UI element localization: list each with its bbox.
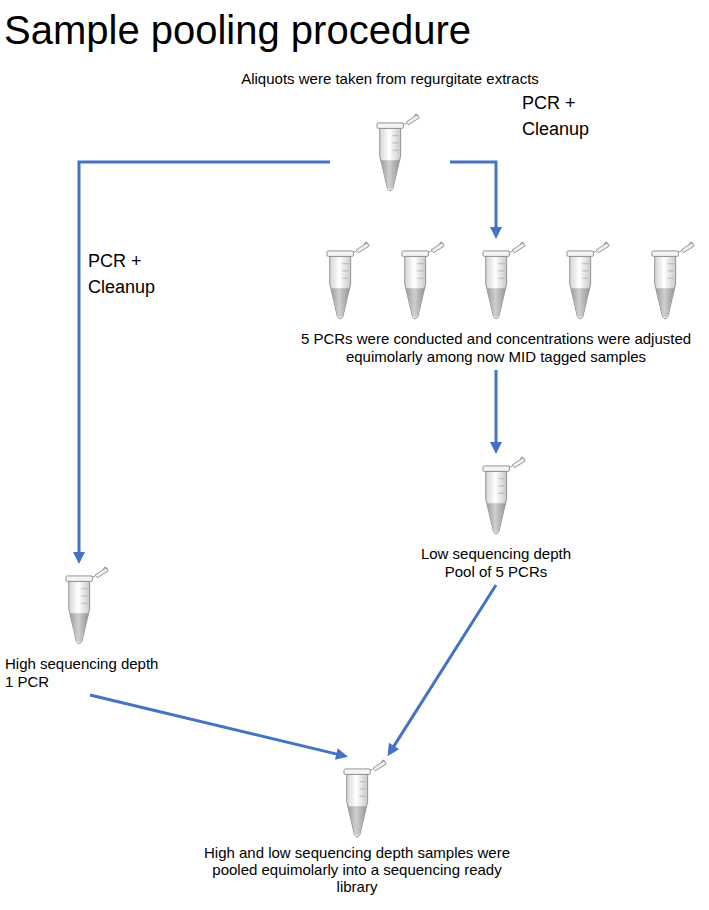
tube-icon <box>63 565 109 647</box>
tube-node: High sequencing depth1 PCR <box>5 565 185 695</box>
tube-icon <box>374 112 420 194</box>
node-text: Low sequencing depth <box>406 545 586 563</box>
tube-row <box>202 758 512 840</box>
tube-icon <box>480 240 526 322</box>
edge-label: PCR + Cleanup <box>522 90 602 142</box>
tube-icon <box>649 240 695 322</box>
node-text: Aliquots were taken from regurgitate ext… <box>241 70 539 88</box>
tube-row <box>288 240 704 322</box>
tube-row <box>330 112 450 194</box>
tube-node: 5 PCRs were conducted and concentrations… <box>288 240 704 370</box>
arrow-connector <box>450 162 496 233</box>
node-text: High sequencing depth <box>5 655 185 673</box>
tube-icon <box>399 240 445 322</box>
tube-node: Aliquots were taken from regurgitate ext… <box>330 112 450 194</box>
node-text: 5 PCRs were conducted and concentrations… <box>288 330 704 366</box>
title: Sample pooling procedure <box>4 6 471 54</box>
tube-icon <box>324 240 370 322</box>
arrow-connector <box>391 585 496 751</box>
tube-row <box>5 565 185 647</box>
tube-row <box>406 455 586 537</box>
tube-node: Low sequencing depthPool of 5 PCRs <box>406 455 586 585</box>
arrow-connector <box>79 162 330 558</box>
tube-icon <box>564 240 610 322</box>
tube-node: High and low sequencing depth samples we… <box>202 758 512 897</box>
edge-label: PCR + Cleanup <box>88 248 168 300</box>
node-text: High and low sequencing depth samples we… <box>202 844 512 895</box>
node-text: Pool of 5 PCRs <box>406 563 586 581</box>
arrow-connector <box>90 695 342 755</box>
arrow-connector <box>495 370 498 448</box>
tube-icon <box>341 758 387 840</box>
node-text: 1 PCR <box>5 673 185 691</box>
tube-icon <box>480 455 526 537</box>
